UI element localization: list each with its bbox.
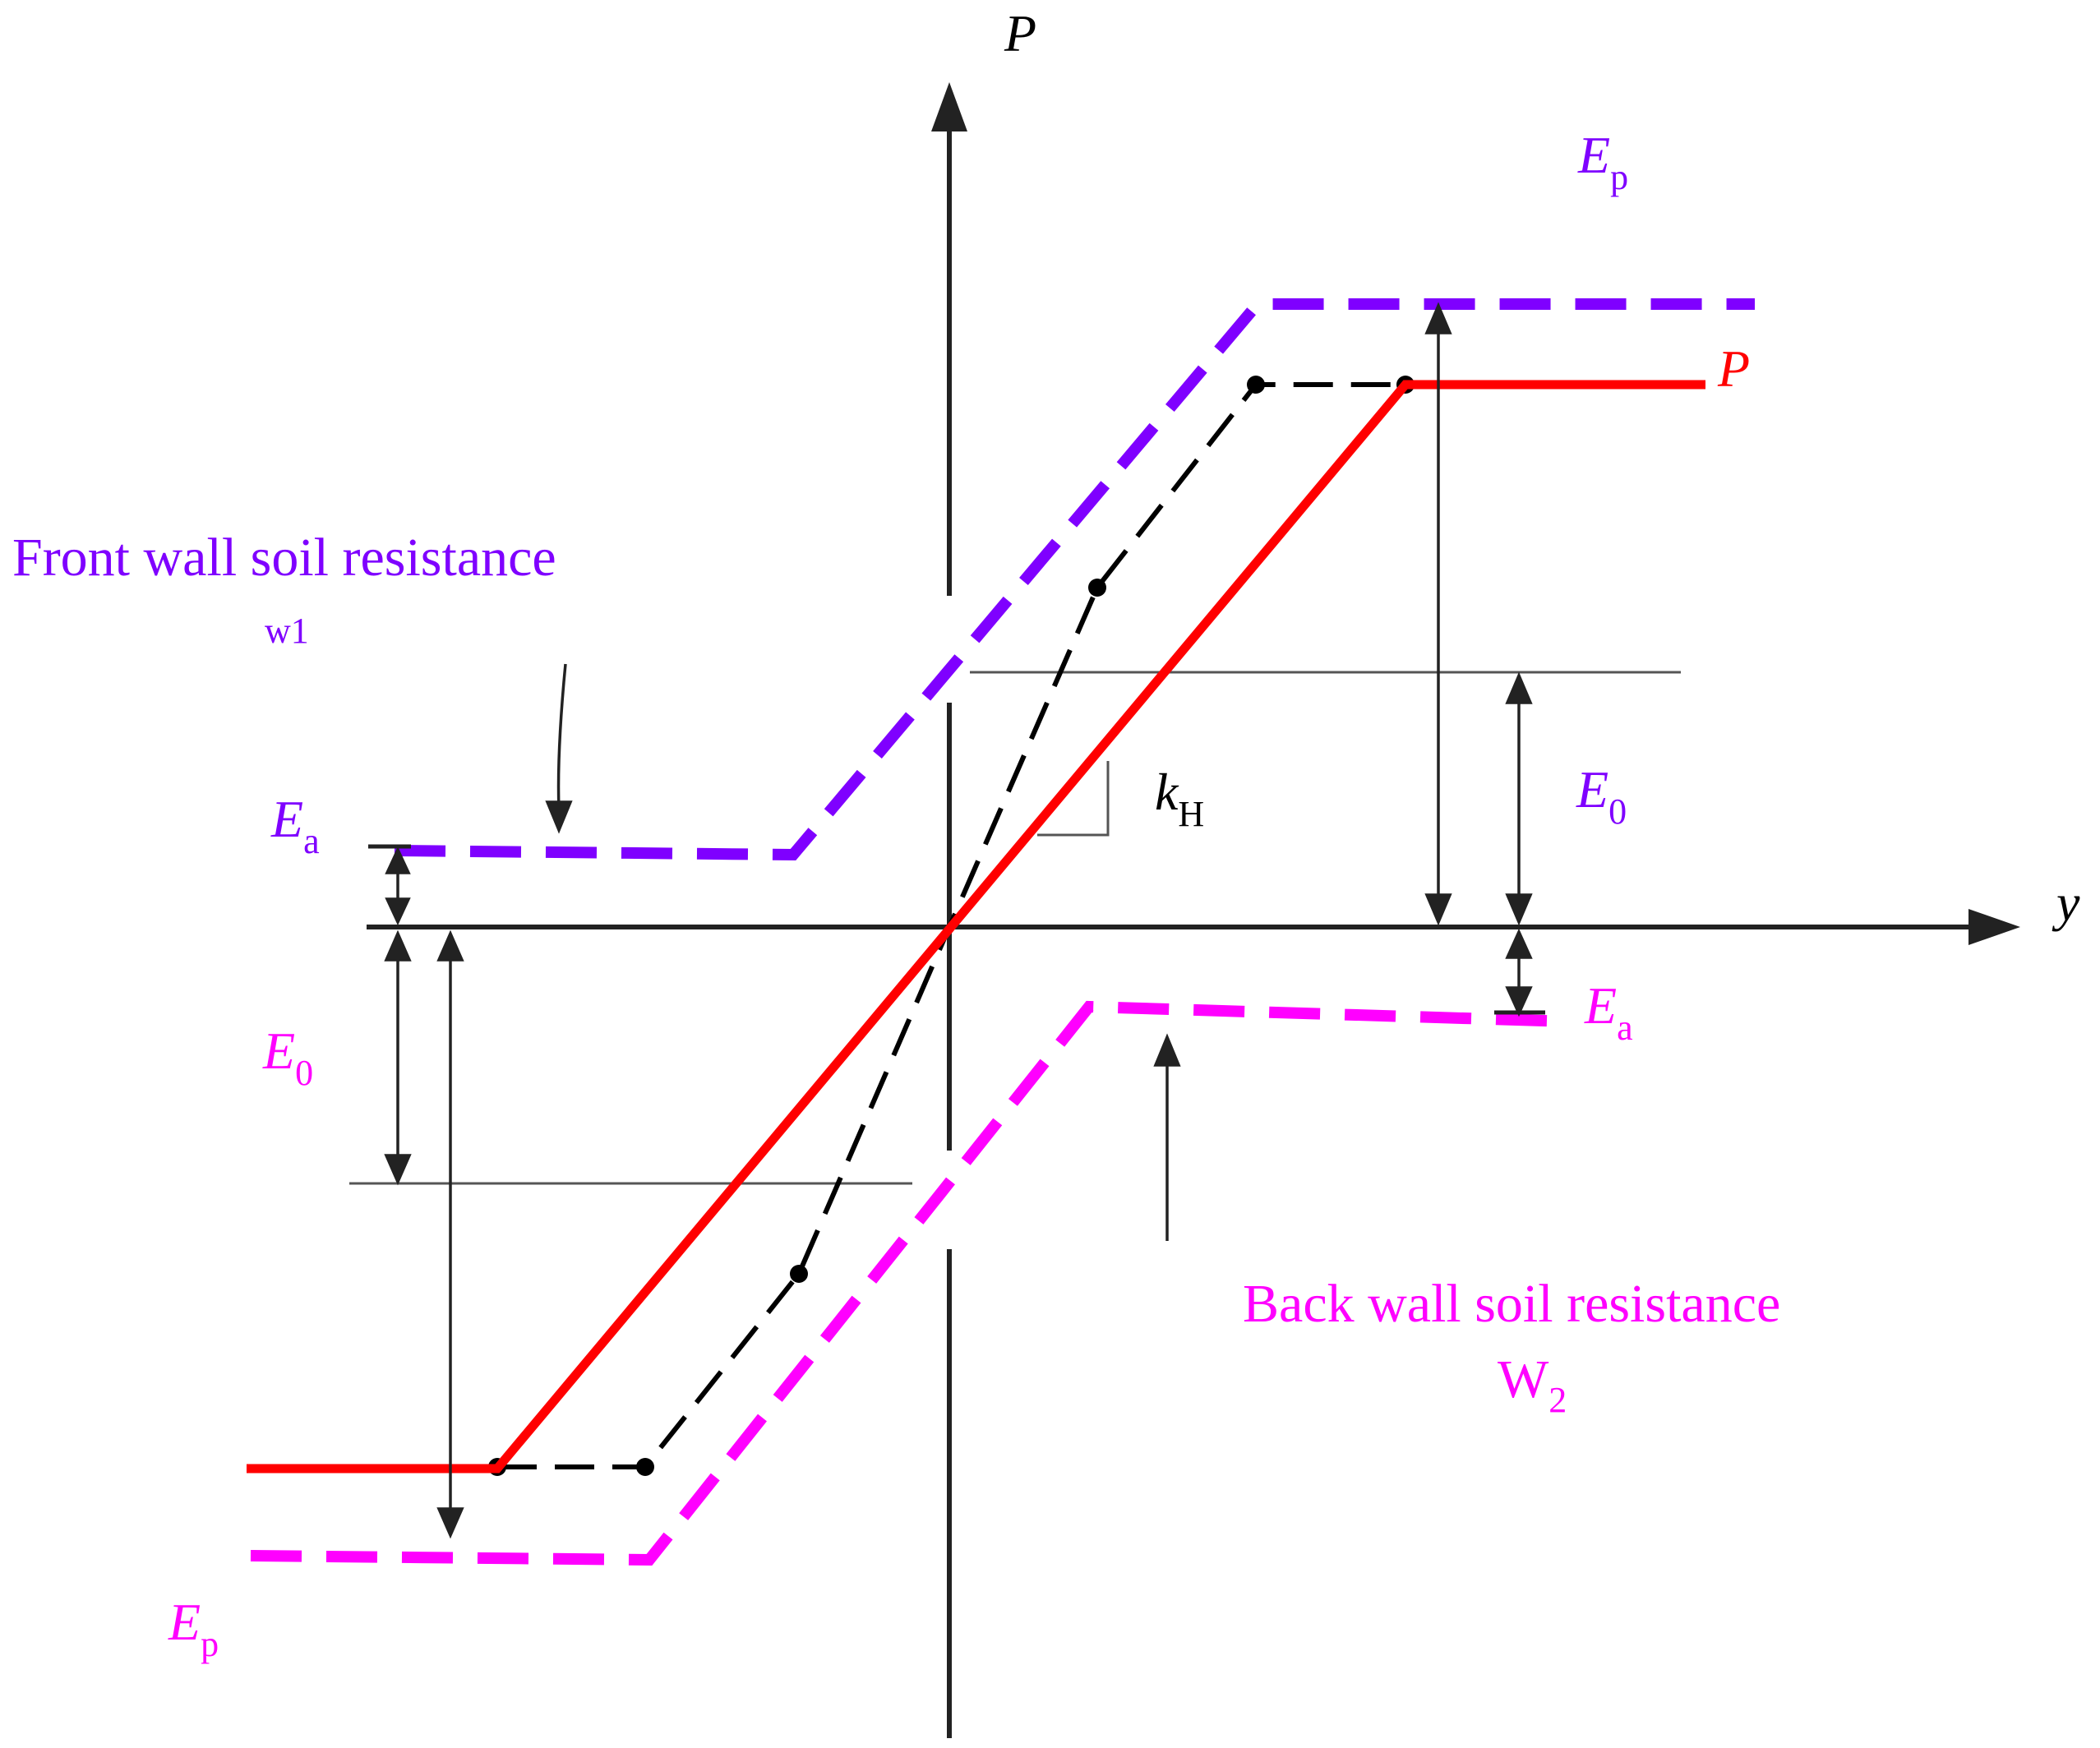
e0-right-letter: E bbox=[1576, 760, 1608, 819]
arrowhead bbox=[436, 1507, 464, 1539]
front-wall-pointer bbox=[556, 663, 567, 810]
arrowhead bbox=[1424, 893, 1452, 926]
ep-bottom-label: Ep bbox=[168, 1593, 219, 1664]
combined-curve-point bbox=[1088, 579, 1106, 597]
arrowhead bbox=[385, 897, 411, 926]
arrowhead bbox=[385, 846, 411, 874]
back-wall-subtitle: W2 bbox=[1498, 1349, 1567, 1420]
arrowhead bbox=[1505, 893, 1533, 926]
e0-left-letter: E bbox=[262, 1022, 295, 1080]
ep-top-subscript: p bbox=[1610, 157, 1628, 197]
ep-bottom-letter: E bbox=[168, 1593, 201, 1651]
p-curve-label: P bbox=[1717, 339, 1750, 398]
combined-curve-point bbox=[1247, 376, 1265, 394]
back-wall-curve bbox=[250, 1000, 1571, 1566]
ep-bottom-subscript: p bbox=[201, 1624, 219, 1664]
ea-right-label: Ea bbox=[1584, 976, 1633, 1048]
arrowhead bbox=[1505, 671, 1533, 704]
kh-letter: k bbox=[1155, 763, 1179, 821]
kh-label: kH bbox=[1155, 763, 1204, 834]
axis-gap-upper bbox=[945, 596, 955, 703]
arrowhead bbox=[1153, 1033, 1181, 1067]
back-wall-title: Back wall soil resistance bbox=[1243, 1274, 1780, 1334]
kh-subscript: H bbox=[1178, 794, 1204, 834]
arrowhead bbox=[384, 1154, 412, 1186]
arrowhead bbox=[384, 929, 412, 962]
kh-slope-triangle bbox=[1037, 761, 1110, 837]
axis-gap-lower bbox=[945, 1151, 955, 1249]
guide-lines bbox=[349, 671, 1681, 1185]
ea-right-letter: E bbox=[1584, 976, 1617, 1035]
p-axis-label: P bbox=[1004, 4, 1036, 62]
front-wall-curve bbox=[394, 298, 1755, 861]
front-wall-title: Front wall soil resistance bbox=[12, 528, 556, 588]
p-curve bbox=[247, 380, 1705, 1474]
arrowhead bbox=[1424, 302, 1452, 334]
back-wall-subtitle-index: 2 bbox=[1548, 1380, 1567, 1420]
front-wall-subtitle: w1 bbox=[265, 611, 309, 651]
y-axis-label: y bbox=[2052, 874, 2080, 932]
e0-right-label: E0 bbox=[1576, 760, 1627, 832]
e0-left-subscript: 0 bbox=[295, 1053, 313, 1093]
combined-curve-point bbox=[636, 1458, 654, 1476]
dimension-arrows bbox=[368, 302, 1545, 1539]
arrowhead bbox=[1505, 928, 1533, 959]
arrowhead bbox=[1505, 986, 1533, 1017]
ea-left-letter: E bbox=[270, 790, 303, 848]
p-axis-arrowhead bbox=[931, 82, 967, 131]
back-wall-subtitle-main: W bbox=[1498, 1349, 1549, 1409]
e0-right-subscript: 0 bbox=[1608, 791, 1627, 832]
ea-left-label: Ea bbox=[270, 790, 320, 861]
axes bbox=[367, 82, 2020, 1738]
ea-right-subscript: a bbox=[1617, 1008, 1633, 1048]
arrowhead bbox=[436, 929, 464, 962]
e0-left-label: E0 bbox=[262, 1022, 313, 1093]
ea-left-subscript: a bbox=[303, 821, 320, 861]
combined-curve-point bbox=[790, 1265, 808, 1283]
arrowhead bbox=[545, 800, 573, 834]
ep-top-letter: E bbox=[1577, 126, 1610, 184]
ep-top-label: Ep bbox=[1577, 126, 1628, 197]
y-axis-arrowhead bbox=[1968, 909, 2020, 945]
